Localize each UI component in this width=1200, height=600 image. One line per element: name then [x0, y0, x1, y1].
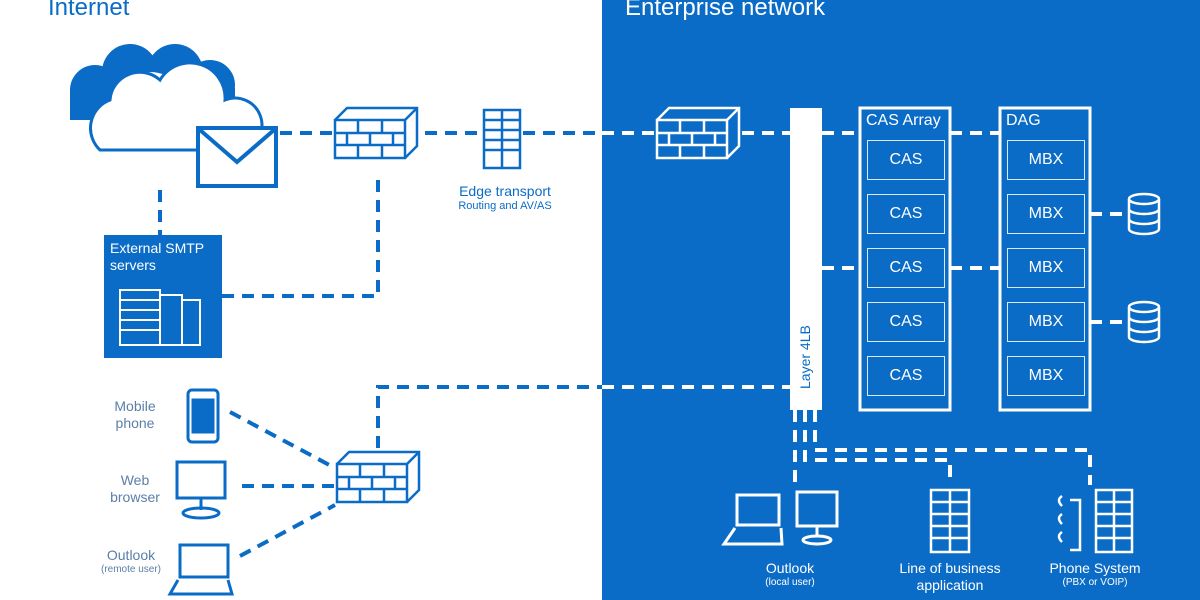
layer4lb-bar: [790, 108, 822, 410]
cas-cell: CAS: [867, 356, 945, 396]
edge-transport-label: Edge transport Routing and AV/AS: [440, 183, 570, 212]
server-rack-icon: [119, 289, 201, 346]
client-outlook-line1: Outlook: [106, 547, 156, 563]
client-mobile-line2: phone: [115, 415, 155, 431]
server-icon: [929, 488, 971, 554]
email-icon: [196, 126, 278, 188]
internal-phone-line2: (PBX or VOIP): [1062, 577, 1128, 588]
firewall-icon-bottom: [335, 450, 421, 504]
mobile-phone-icon: [186, 388, 220, 444]
mbx-cell: MBX: [1007, 194, 1085, 234]
laptop-icon: [167, 543, 234, 596]
client-label-outlook-remote: Outlook (remote user): [86, 547, 176, 576]
mbx-cell: MBX: [1007, 140, 1085, 180]
mbx-cell: MBX: [1007, 302, 1085, 342]
internal-label-phone: Phone System (PBX or VOIP): [1040, 560, 1150, 589]
internal-lob-line1: Line of business: [899, 560, 1001, 576]
edge-transport-title: Edge transport: [459, 183, 551, 199]
dag-title: DAG: [1006, 112, 1041, 129]
mbx-cell: MBX: [1007, 248, 1085, 288]
internet-region-title: Internet: [48, 0, 130, 21]
enterprise-region: [602, 0, 1200, 600]
cas-array-frame: [858, 106, 952, 412]
mbx-cell: MBX: [1007, 356, 1085, 396]
external-smtp-box: [104, 235, 222, 358]
internal-label-lob: Line of business application: [890, 560, 1010, 594]
enterprise-region-title: Enterprise network: [625, 0, 826, 21]
internal-outlook-line2: (local user): [765, 577, 815, 588]
phone-system-icon: [1057, 488, 1134, 554]
firewall-icon-top: [333, 106, 419, 160]
internal-phone-line1: Phone System: [1049, 560, 1141, 576]
connectors-enterprise: [602, 131, 1128, 485]
external-smtp-label: External SMTP servers: [110, 240, 204, 274]
cas-cell: CAS: [867, 248, 945, 288]
edge-transport-subtitle: Routing and AV/AS: [458, 200, 552, 212]
internal-label-outlook: Outlook (local user): [740, 560, 840, 589]
internal-lob-line2: application: [916, 577, 984, 593]
dag-frame: [998, 106, 1092, 412]
monitor-icon: [175, 460, 227, 520]
client-web-line1: Web: [120, 472, 150, 488]
external-smtp-label-line2: servers: [110, 257, 156, 273]
cas-array-title: CAS Array: [866, 112, 941, 129]
cas-cell: CAS: [867, 302, 945, 342]
edge-transport-server-icon: [482, 108, 522, 170]
internal-outlook-line1: Outlook: [765, 560, 815, 576]
client-label-mobile: Mobile phone: [100, 398, 170, 432]
client-mobile-line1: Mobile: [114, 398, 156, 414]
cas-cell: CAS: [867, 194, 945, 234]
client-outlook-line2: (remote user): [100, 564, 161, 575]
cas-cell: CAS: [867, 140, 945, 180]
client-label-web: Web browser: [100, 472, 170, 506]
laptop-monitor-icon: [721, 490, 839, 546]
connectors-internet: [158, 131, 602, 558]
client-web-line2: browser: [110, 489, 160, 505]
external-smtp-label-line1: External SMTP: [110, 240, 205, 256]
layer4lb-label: Layer 4LB: [797, 325, 813, 389]
